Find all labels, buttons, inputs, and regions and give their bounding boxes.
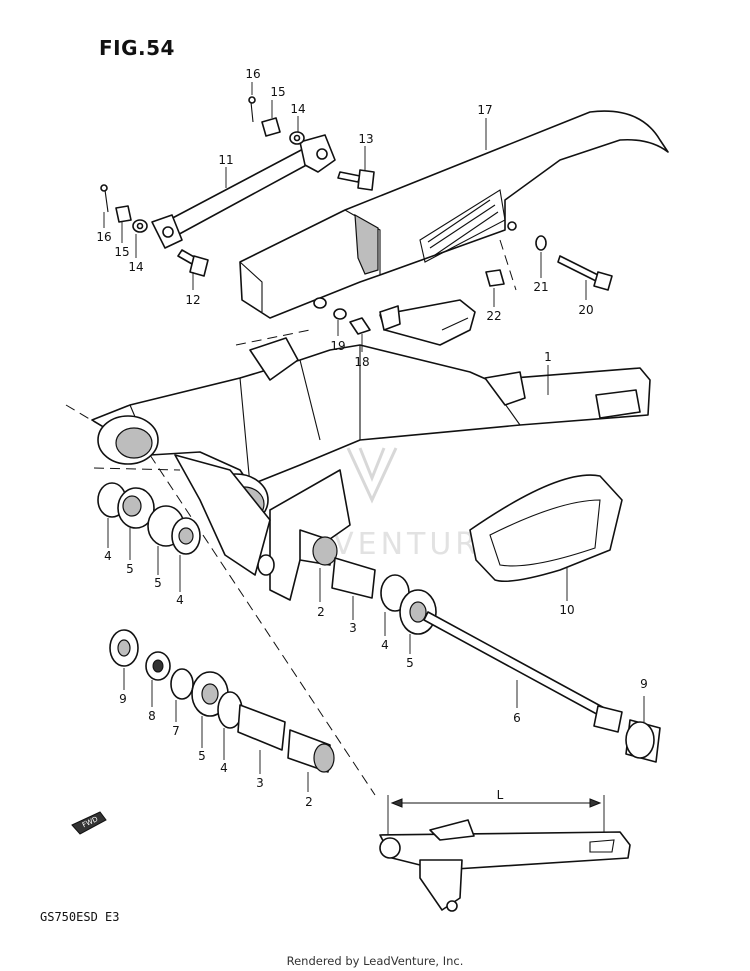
swing-arm xyxy=(91,337,651,601)
callout-22: 22 xyxy=(486,309,501,323)
callout-5: 5 xyxy=(154,576,162,590)
callout-15: 15 xyxy=(270,85,285,99)
dimension-inset: L xyxy=(379,788,631,912)
callout-1: 1 xyxy=(544,350,552,364)
callout-15: 15 xyxy=(114,245,129,259)
callout-16: 16 xyxy=(96,230,111,244)
callout-18: 18 xyxy=(354,355,369,369)
callout-12: 12 xyxy=(185,293,200,307)
chain-case xyxy=(239,110,669,319)
callout-9: 9 xyxy=(119,692,127,706)
render-credit: Rendered by LeadVenture, Inc. xyxy=(286,954,464,968)
callout-3: 3 xyxy=(256,776,264,790)
callout-14: 14 xyxy=(290,102,305,116)
callout-7: 7 xyxy=(172,724,180,738)
fwd-arrow-icon: FWD xyxy=(71,811,107,835)
callout-5: 5 xyxy=(126,562,134,576)
callout-2: 2 xyxy=(317,605,325,619)
callout-17: 17 xyxy=(477,103,492,117)
torque-link-rod xyxy=(151,134,336,249)
left-pivot-stack xyxy=(97,482,201,555)
callout-4: 4 xyxy=(381,638,389,652)
callout-9: 9 xyxy=(640,677,648,691)
callout-10: 10 xyxy=(559,603,574,617)
callout-8: 8 xyxy=(148,709,156,723)
chain-case-bracket xyxy=(379,299,476,346)
callout-14: 14 xyxy=(128,260,143,274)
upper-hardware xyxy=(100,96,613,335)
leader-lines xyxy=(103,82,645,792)
right-pivot-stack xyxy=(299,529,661,763)
callout-labels: 1 2 2 3 3 4 4 4 4 5 5 5 5 6 7 8 9 9 10 1… xyxy=(96,67,647,809)
callout-4: 4 xyxy=(104,549,112,563)
callout-16: 16 xyxy=(245,67,260,81)
model-code: GS750ESD E3 xyxy=(40,910,120,924)
callout-20: 20 xyxy=(578,303,593,317)
figure-title: FIG.54 xyxy=(99,36,175,60)
chain-buffer xyxy=(469,474,623,583)
callout-4: 4 xyxy=(220,761,228,775)
callout-5: 5 xyxy=(406,656,414,670)
callout-3: 3 xyxy=(349,621,357,635)
callout-11: 11 xyxy=(218,153,233,167)
callout-6: 6 xyxy=(513,711,521,725)
callout-4: 4 xyxy=(176,593,184,607)
lower-hardware-stack xyxy=(109,629,335,773)
callout-19: 19 xyxy=(330,339,345,353)
dimension-label: L xyxy=(497,788,504,802)
callout-2: 2 xyxy=(305,795,313,809)
callout-5: 5 xyxy=(198,749,206,763)
callout-21: 21 xyxy=(533,280,548,294)
callout-13: 13 xyxy=(358,132,373,146)
